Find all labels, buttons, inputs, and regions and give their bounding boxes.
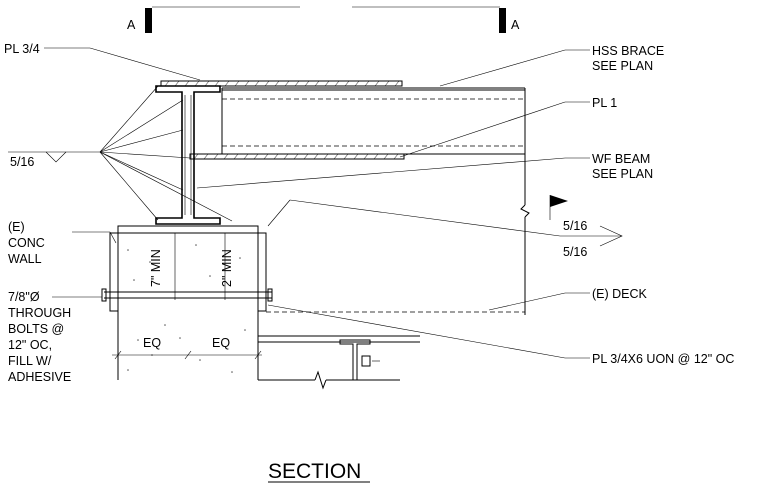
weld-size-left: 5/16 bbox=[10, 155, 34, 169]
label-plate-note: PL 3/4X6 UON @ 12" OC bbox=[592, 352, 734, 366]
section-marker-right: A bbox=[511, 18, 520, 32]
label-bolts-line1: 7/8"Ø bbox=[8, 290, 40, 304]
label-pl-1: PL 1 bbox=[592, 96, 617, 110]
bottom-plate-hatch bbox=[193, 153, 399, 160]
hss-brace bbox=[160, 80, 525, 160]
label-conc-wall-line3: WALL bbox=[8, 252, 42, 266]
label-pl-3-4: PL 3/4 bbox=[4, 42, 40, 56]
section-marker-left: A bbox=[127, 18, 136, 32]
label-conc-wall-line1: (E) bbox=[8, 220, 25, 234]
existing-deck bbox=[258, 311, 525, 390]
concrete-wall bbox=[101, 225, 273, 380]
weld-size-right-bottom: 5/16 bbox=[563, 245, 587, 259]
wf-beam bbox=[155, 85, 221, 225]
section-marker-left-bar bbox=[145, 8, 152, 33]
label-hss-brace-line2: SEE PLAN bbox=[592, 59, 653, 73]
label-hss-brace-line1: HSS BRACE bbox=[592, 44, 664, 58]
label-bolts-line4: 12" OC, bbox=[8, 338, 52, 352]
label-bolts-line6: ADHESIVE bbox=[8, 370, 71, 384]
concrete-texture bbox=[127, 244, 246, 373]
weld-symbol-right bbox=[267, 195, 623, 247]
label-bolts-line5: FILL W/ bbox=[8, 354, 52, 368]
section-cut-line bbox=[145, 6, 506, 33]
label-bolts-line3: BOLTS @ bbox=[8, 322, 64, 336]
existing-wall-edge bbox=[520, 88, 530, 315]
section-marker-right-bar bbox=[499, 8, 506, 33]
label-bolts-line2: THROUGH bbox=[8, 306, 71, 320]
leaders bbox=[44, 47, 590, 359]
label-wf-beam-line1: WF BEAM bbox=[592, 152, 650, 166]
weld-size-right-top: 5/16 bbox=[563, 219, 587, 233]
dim-2-min: 2" MIN bbox=[220, 249, 234, 287]
label-eq-left: EQ bbox=[143, 336, 161, 350]
label-conc-wall-line2: CONC bbox=[8, 236, 45, 250]
top-plate-hatch bbox=[164, 80, 400, 87]
drawing-title: SECTION bbox=[268, 460, 361, 483]
label-wf-beam-line2: SEE PLAN bbox=[592, 167, 653, 181]
dim-7-min: 7" MIN bbox=[149, 249, 163, 287]
label-eq-right: EQ bbox=[212, 336, 230, 350]
weld-symbol-left bbox=[8, 85, 233, 222]
label-deck: (E) DECK bbox=[592, 287, 648, 301]
